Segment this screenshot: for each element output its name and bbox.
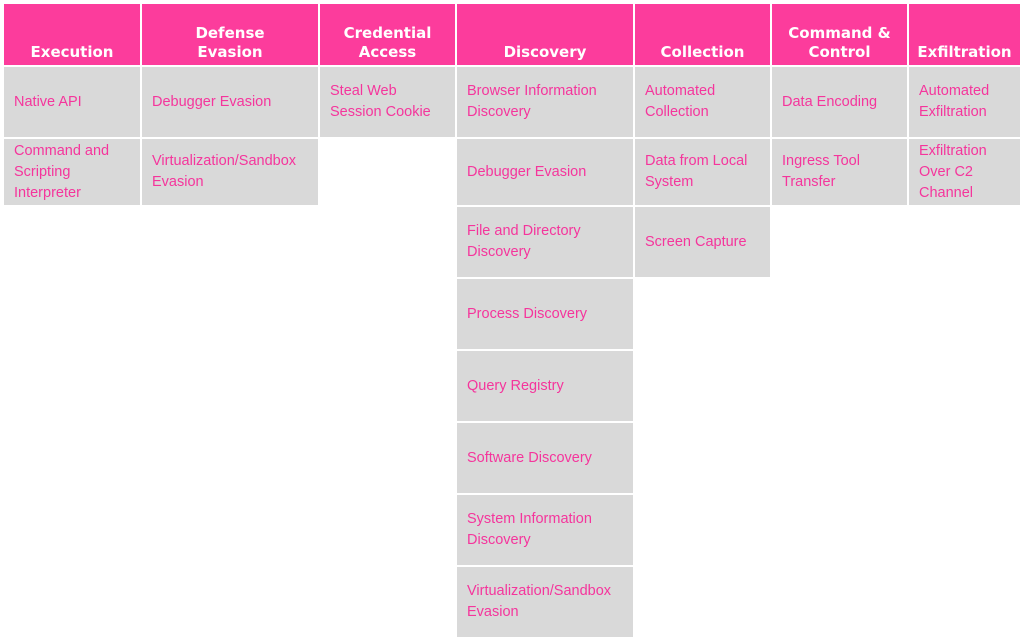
tactic-column-collection: Collection Automated Collection Data fro… bbox=[635, 4, 770, 279]
tactic-column-execution: Execution Native API Command and Scripti… bbox=[4, 4, 140, 207]
tactic-header: Defense Evasion bbox=[142, 4, 318, 65]
technique-cell: Screen Capture bbox=[635, 207, 770, 277]
technique-cell: Command and Scripting Interpreter bbox=[4, 139, 140, 205]
tactic-header: Discovery bbox=[457, 4, 633, 65]
technique-cell: Software Discovery bbox=[457, 423, 633, 493]
tactic-header: Command & Control bbox=[772, 4, 907, 65]
technique-cell: Debugger Evasion bbox=[142, 67, 318, 137]
technique-cell: System Information Discovery bbox=[457, 495, 633, 565]
technique-cell: Steal Web Session Cookie bbox=[320, 67, 455, 137]
technique-cell: Native API bbox=[4, 67, 140, 137]
technique-cell: Automated Collection bbox=[635, 67, 770, 137]
technique-cell: Debugger Evasion bbox=[457, 139, 633, 205]
tactic-column-discovery: Discovery Browser Information Discovery … bbox=[457, 4, 633, 639]
technique-cell: Query Registry bbox=[457, 351, 633, 421]
tactic-column-exfiltration: Exfiltration Automated Exfiltration Exfi… bbox=[909, 4, 1020, 207]
technique-cell: File and Directory Discovery bbox=[457, 207, 633, 277]
technique-cell: Automated Exfiltration bbox=[909, 67, 1020, 137]
tactic-column-command-and-control: Command & Control Data Encoding Ingress … bbox=[772, 4, 907, 207]
technique-cell: Process Discovery bbox=[457, 279, 633, 349]
technique-cell: Virtualization/Sandbox Evasion bbox=[142, 139, 318, 205]
tactic-header: Execution bbox=[4, 4, 140, 65]
tactic-column-defense-evasion: Defense Evasion Debugger Evasion Virtual… bbox=[142, 4, 318, 207]
tactic-column-credential-access: Credential Access Steal Web Session Cook… bbox=[320, 4, 455, 139]
technique-cell: Browser Information Discovery bbox=[457, 67, 633, 137]
technique-cell: Ingress Tool Transfer bbox=[772, 139, 907, 205]
technique-cell: Exfiltration Over C2 Channel bbox=[909, 139, 1020, 205]
tactic-header: Exfiltration bbox=[909, 4, 1020, 65]
technique-cell: Virtualization/Sandbox Evasion bbox=[457, 567, 633, 637]
tactic-header: Credential Access bbox=[320, 4, 455, 65]
technique-cell: Data from Local System bbox=[635, 139, 770, 205]
technique-cell: Data Encoding bbox=[772, 67, 907, 137]
tactic-header: Collection bbox=[635, 4, 770, 65]
